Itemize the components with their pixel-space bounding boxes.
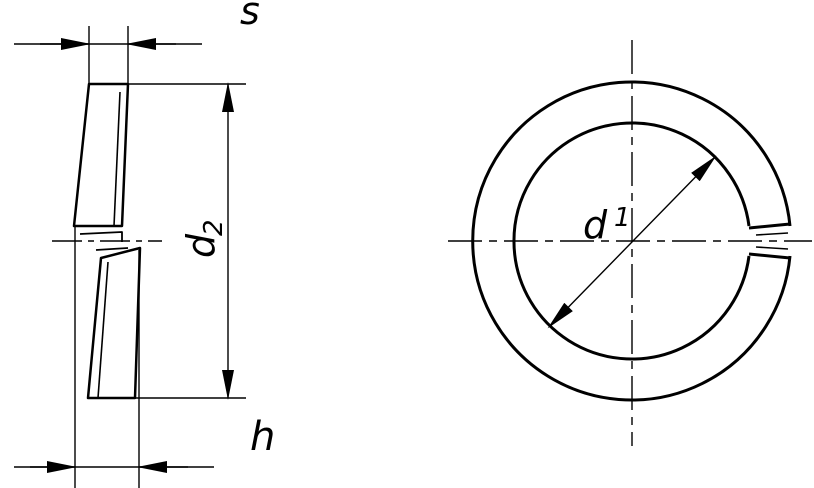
front-view [448,40,812,446]
d2-subscript: 2 [199,219,229,236]
d1-label: d 1 [583,203,631,247]
split-gap-upper [79,231,123,242]
upper-washer-section [72,82,130,228]
side-view-dimensions [14,26,246,488]
s-label: s [240,0,260,33]
split-hatch-2 [755,246,789,250]
split-gap-lower [95,247,129,251]
d1-subscript: 1 [614,203,631,233]
split-edge-lower [748,252,791,260]
d2-label: d 2 [179,219,229,258]
split-edge-upper [748,222,791,230]
h-label: h [250,414,275,460]
upper-section-inner-edge [113,91,121,227]
d1-dimension-line [547,155,717,329]
d1-letter: d [583,203,608,247]
d2-letter: d [179,233,223,258]
lower-section-inner-edge [97,261,109,399]
split-hatch-1 [755,232,789,236]
lower-washer-section [86,246,142,400]
